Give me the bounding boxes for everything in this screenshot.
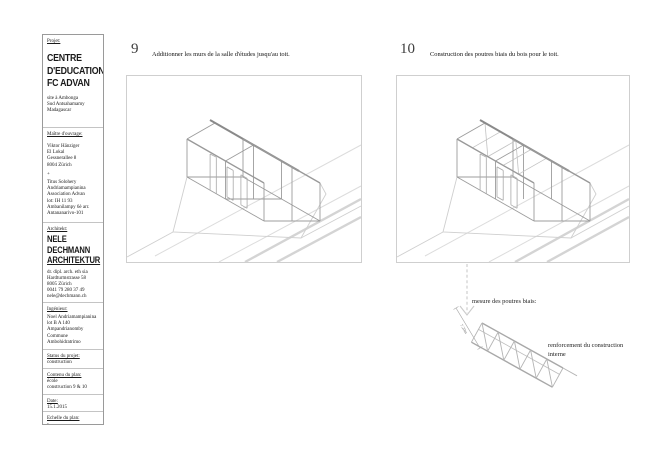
section-architect: Architekt: NELE DECHMANN ARCHITEKTUR dr.… [43, 222, 103, 302]
text-line: 0041 79 280 37 49 [47, 288, 85, 294]
text-line: Titus Solohery [47, 180, 77, 186]
text-line: Ambohidratrimo [47, 339, 81, 345]
project-title: CENTRE D'EDUCATION FC ADVAN [47, 52, 103, 90]
text-line: Noel Andriamampianina [47, 315, 97, 320]
text-line: Ampandrianomby [47, 327, 84, 333]
project-title-line: CENTRE [47, 52, 82, 64]
architect-name-line: NELE [47, 234, 67, 245]
section-scale: Echelle du plan: - [43, 411, 103, 424]
text-line: Gessnerallee 8 [47, 156, 77, 162]
text-line: lot B A 140 [47, 321, 70, 327]
step-10-caption: Construction des poutres biais du bois p… [430, 51, 559, 58]
section-project: Projet: CENTRE D'EDUCATION FC ADVAN site… [43, 35, 103, 127]
text-line: 8004 Zürich [47, 162, 72, 168]
text-line: Madagascar [47, 107, 72, 113]
engineer-heading: Ingénieur: [47, 307, 68, 312]
arrow-down-icon [459, 305, 475, 316]
section-client: Maître d'ouvrage: Viktor Hänziger El Lok… [43, 127, 103, 222]
text-line: lot: IH 11 93 [47, 198, 73, 204]
scale-value: - [47, 422, 99, 424]
section-status: Status du projet: construction [43, 349, 103, 368]
truss-detail-drawing: 7.20m [453, 264, 578, 388]
plan-content-heading: Contenu du plan: [47, 373, 82, 378]
client-block-2: Titus Solohery Andriamampianina Associat… [47, 180, 99, 217]
text-line: Viktor Hänziger [47, 144, 80, 149]
date-value: 15.1.2015 [47, 405, 67, 410]
architect-heading: Architekt: [47, 227, 68, 232]
text-line: Antananarivo-101 [47, 211, 84, 217]
step-9-caption: Additionner les murs de la salle d'étude… [152, 51, 290, 58]
section-plan-content: Contenu du plan: école construction 9 & … [43, 368, 103, 394]
text-line: El Lokal [47, 150, 65, 156]
terrain-lines [424, 144, 629, 262]
plan-content-value: école construction 9 & 10 [47, 379, 99, 391]
architect-name-line: DECHMANN [47, 244, 91, 256]
text-line: Sud Antsahamamy [47, 101, 85, 107]
step-9-number: 9 [131, 41, 139, 57]
architect-name-line: ARCHITEKTUR [47, 255, 101, 266]
drawing-frame-step-10 [396, 75, 630, 263]
date-heading: Date: [47, 399, 58, 404]
client-heading: Maître d'ouvrage: [47, 132, 83, 137]
scale-heading: Echelle du plan: [47, 416, 80, 421]
text-line: Association Advan [47, 192, 85, 198]
roof-trusses-far-plane [472, 122, 547, 175]
wall-openings [209, 153, 248, 209]
text-line: 8005 Zürich [47, 281, 72, 287]
text-line: Commune [47, 333, 68, 339]
project-heading: Projet: [47, 39, 61, 44]
email-text: nele@dechmann.ch [47, 294, 87, 300]
terrain-lines-thick [244, 197, 361, 262]
title-block: Projet: CENTRE D'EDUCATION FC ADVAN site… [42, 34, 104, 425]
architect-name: NELE DECHMANN ARCHITEKTUR [47, 234, 101, 267]
text-line: Hardturmstrasse 58 [47, 275, 87, 281]
project-title-line: FC ADVAN [47, 77, 90, 89]
project-address: site à Ambonga Sud Antsahamamy Madagasca… [47, 96, 99, 115]
client-separator: + [47, 171, 50, 177]
detail-note: renforcement du construction interne [548, 342, 623, 359]
status-heading: Status du projet: [47, 354, 80, 359]
text-line: interne [548, 350, 566, 358]
client-block-1: Viktor Hänziger El Lokal Gessnerallee 8 … [47, 144, 99, 169]
roof-ridge-beam [456, 119, 591, 184]
roof-ridge-beam [186, 119, 321, 184]
step-10-number: 10 [400, 41, 415, 57]
axonometric-step-10 [397, 119, 629, 262]
site-path-outline [397, 176, 629, 258]
wall-openings [479, 153, 518, 209]
text-line: construction 9 & 10 [47, 385, 87, 391]
terrain-lines [154, 144, 361, 262]
project-title-line: D'EDUCATION [47, 64, 103, 77]
terrain-lines-thick [514, 197, 629, 262]
detail-truss [471, 322, 578, 388]
site-path-outline [127, 176, 361, 258]
leader-arrow [459, 264, 475, 316]
section-engineer: Ingénieur: Noel Andriamampianina lot B A… [43, 302, 103, 349]
dimension-label: 7.20m [459, 323, 469, 335]
text-line: Ambanilampy 6è arr. [47, 204, 90, 210]
section-date: Date: 15.1.2015 [43, 394, 103, 411]
text-line: école [47, 379, 58, 384]
text-line: renforcement du construction [548, 342, 624, 349]
status-value: construction [47, 360, 72, 365]
detail-callout: mesure des poutres biais: [472, 298, 537, 305]
architect-contact: dr. dipl. arch. eth sia Hardturmstrasse … [47, 270, 99, 301]
dimension-line: 7.20m [453, 306, 483, 350]
engineer-block: Noel Andriamampianina lot B A 140 Ampand… [47, 315, 99, 346]
axonometric-step-9 [127, 119, 361, 262]
text-line: Andriamampianina [47, 186, 86, 192]
drawing-frame-step-9 [126, 75, 362, 263]
text-line: site à Ambonga [47, 95, 79, 101]
text-line: dr. dipl. arch. eth sia [47, 269, 88, 275]
